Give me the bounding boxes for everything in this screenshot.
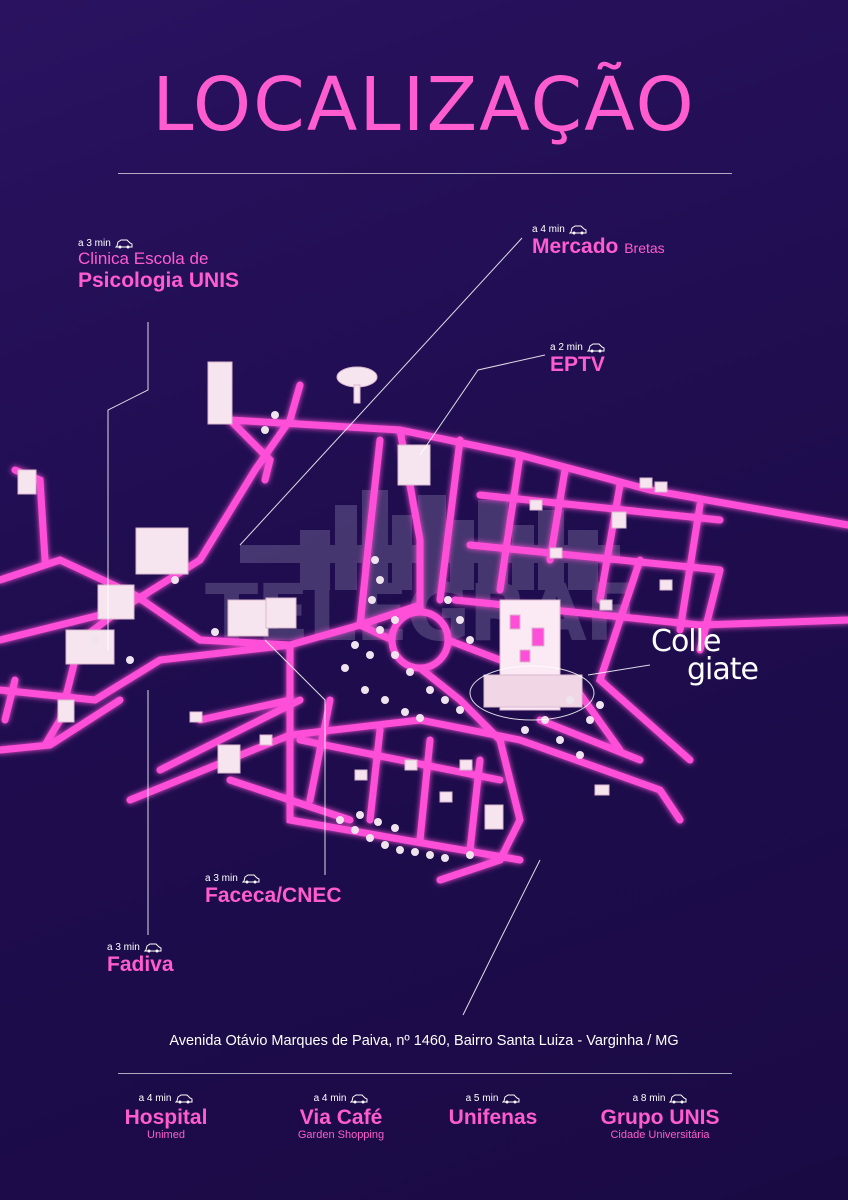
poi-time: a 3 min bbox=[78, 238, 239, 249]
car-icon bbox=[586, 343, 605, 352]
poi-name: Via Café bbox=[299, 1106, 383, 1129]
poi-sub: Garden Shopping bbox=[297, 1129, 385, 1142]
poi-name: Mercado Bretas bbox=[532, 235, 665, 258]
poi-time: a 3 min bbox=[107, 942, 174, 953]
car-icon bbox=[350, 1094, 368, 1103]
poi-sub: Cidade Universitária bbox=[610, 1129, 710, 1142]
poi-name: Faceca/CNEC bbox=[205, 884, 342, 907]
collegiate-logo: Colle giate bbox=[651, 624, 759, 687]
poi-time: a 2 min bbox=[550, 342, 605, 353]
poi-time: a 5 min bbox=[413, 1093, 573, 1104]
page-title: LOCALIZAÇÃO bbox=[152, 62, 696, 148]
bottom-poi-unifenas: a 5 min Unifenas bbox=[413, 1093, 573, 1129]
collegiate-line1: Colle bbox=[651, 624, 721, 659]
poi-name: Fadiva bbox=[107, 953, 174, 976]
poi-fadiva: a 3 min Fadiva bbox=[107, 942, 174, 977]
leader-lines bbox=[107, 237, 651, 1016]
car-icon bbox=[175, 1094, 193, 1103]
bottom-poi-hospital: a 4 min Hospital Unimed bbox=[86, 1093, 246, 1141]
poi-name: EPTV bbox=[550, 353, 605, 376]
collegiate-line2: giate bbox=[687, 652, 759, 687]
poi-time: a 4 min bbox=[532, 224, 665, 235]
car-icon bbox=[241, 874, 260, 883]
poi-name-light: Bretas bbox=[624, 240, 665, 256]
poi-time: a 4 min bbox=[86, 1093, 246, 1104]
bottom-poi-grupo-unis: a 8 min Grupo UNIS Cidade Universitária bbox=[580, 1093, 740, 1141]
car-icon bbox=[114, 239, 133, 248]
poi-time: a 3 min bbox=[205, 873, 342, 884]
poi-mercado-bretas: a 4 min Mercado Bretas bbox=[532, 224, 665, 259]
car-icon bbox=[502, 1094, 520, 1103]
poi-name: Hospital bbox=[124, 1106, 208, 1129]
poi-name-line2: Psicologia UNIS bbox=[78, 268, 240, 292]
poi-name: Grupo UNIS bbox=[600, 1106, 720, 1129]
poi-eptv: a 2 min EPTV bbox=[550, 342, 605, 377]
address: Avenida Otávio Marques de Paiva, nº 1460… bbox=[169, 1033, 679, 1049]
roads bbox=[0, 381, 848, 884]
poi-name: Clinica Escola de bbox=[78, 249, 209, 268]
address-divider bbox=[118, 1073, 732, 1074]
poi-name: Unifenas bbox=[448, 1106, 538, 1129]
poi-time: a 8 min bbox=[580, 1093, 740, 1104]
poi-time: a 4 min bbox=[261, 1093, 421, 1104]
car-icon bbox=[568, 225, 587, 234]
title-divider bbox=[118, 173, 732, 174]
car-icon bbox=[143, 943, 162, 952]
buildings bbox=[17, 361, 673, 830]
poi-sub: Unimed bbox=[147, 1129, 185, 1142]
poi-clinica-escola: a 3 min Clinica Escola de Psicologia UNI… bbox=[78, 238, 239, 293]
trees bbox=[91, 411, 604, 862]
bottom-poi-via-cafe: a 4 min Via Café Garden Shopping bbox=[261, 1093, 421, 1141]
poi-faceca-cnec: a 3 min Faceca/CNEC bbox=[205, 873, 342, 908]
car-icon bbox=[669, 1094, 687, 1103]
